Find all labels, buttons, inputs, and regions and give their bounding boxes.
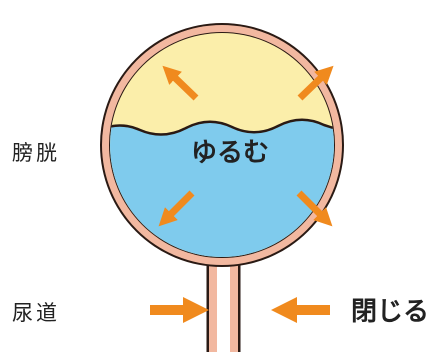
arrow-up-left-icon: [162, 65, 199, 101]
arrow-down-right-icon: [296, 190, 333, 227]
arrow-up-right-icon: [297, 65, 334, 101]
label-urethra: 尿道: [12, 301, 60, 325]
expansion-arrows: [158, 65, 334, 227]
label-relax: ゆるむ: [191, 138, 269, 168]
urine-fill: [110, 118, 334, 257]
arrow-down-left-icon: [158, 190, 195, 227]
label-close: 閉じる: [351, 297, 429, 327]
label-bladder: 膀胱: [12, 141, 60, 165]
bladder-contents: [110, 33, 334, 257]
